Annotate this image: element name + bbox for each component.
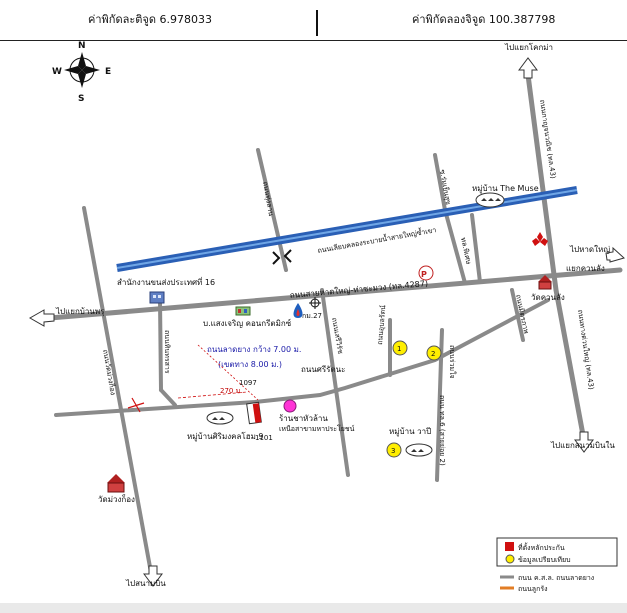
left-vertical-road <box>82 206 154 580</box>
ptt-logo-icon: P <box>418 265 434 281</box>
dest-hatyai: ไปหาดใหญ่ <box>569 245 610 254</box>
arrow-south-icon <box>143 565 163 587</box>
compare-marker-2 <box>426 345 442 361</box>
svg-text:P: P <box>421 270 427 279</box>
bottom-bar <box>0 603 627 613</box>
map-legend: ที่ตั้งหลักประกัน ข้อมูลเปรียบเทียบ ถนน … <box>496 537 618 593</box>
dest-sanambin-right: ไปแยกสนามบินใน <box>550 441 615 450</box>
themuse-label: หมู่บ้าน The Muse <box>472 184 539 194</box>
watmuang-label: วัดม่วงก็อง <box>98 494 135 504</box>
compare-num-3: 3 <box>391 447 395 455</box>
village-themuse-icon <box>475 192 505 208</box>
compass-rose-icon: N S W E <box>52 41 111 104</box>
sirimongkol-label: หมู่บ้านศิริมงคลโฮม 9 <box>187 431 263 442</box>
vibhavadi-label: หมู่บ้าน วาปี <box>389 427 431 437</box>
legend-compare-label: ข้อมูลเปรียบเทียบ <box>518 556 571 564</box>
gas-station-icon <box>293 303 303 318</box>
legend-box <box>496 537 618 567</box>
office-icon <box>149 291 165 304</box>
gas-label: กม.27 <box>302 312 322 320</box>
arrow-north-icon <box>518 57 538 79</box>
crosshair-icon <box>309 297 321 309</box>
zone-note: (เขตทาง 8.00 ม.) <box>218 360 282 369</box>
compare-marker-3 <box>386 442 402 458</box>
road-network <box>47 72 623 580</box>
legend-road-gray-label: ถนน ค.ส.ล. ถนนลาดยาง <box>518 574 594 582</box>
compare-num-1: 1 <box>397 345 401 353</box>
comparison-markers: 1 2 3 <box>386 340 442 458</box>
left-vertical-road-2 <box>158 298 163 392</box>
compass-e: E <box>105 67 111 77</box>
kh6-label: ถนน ทล.6 (สายย่อย 2) <box>438 395 446 466</box>
condo-label: บ.แสงเจริญ คอนกรีตมิกซ์ <box>203 318 292 328</box>
condo-icon <box>235 306 251 316</box>
mitsubishi-icon <box>532 232 548 246</box>
watkhuanlang-label: วัดควนลัง <box>531 293 565 302</box>
bridge-icon <box>272 249 292 265</box>
watua-label: ร้านชาหัวล้าน <box>279 414 328 423</box>
n1101-label: 1101 <box>255 434 273 442</box>
tintrasan-label: ถนนทินทรสาร <box>163 330 171 374</box>
legend-pin-swatch <box>505 542 514 551</box>
compare-marker-1 <box>392 340 408 356</box>
legend-road-orange-label: ถนนลูกรัง <box>518 585 548 593</box>
ruamchai-label: ถนนร่วมใจ <box>448 345 457 379</box>
arrow-east-icon <box>605 246 626 263</box>
soi-road-north-2 <box>470 213 482 284</box>
legend-compare-swatch <box>505 554 515 564</box>
watua-icon <box>283 399 297 413</box>
longitude-label: ค่าพิกัดลองจิจูด 100.387798 <box>412 13 556 26</box>
sriratana-label: ถนนศรีรัตนะ <box>301 365 345 374</box>
hatyai-road-label: ถนนทางด่วนใหญ่ (ทล.43) <box>576 309 596 390</box>
arrow-west-icon <box>28 309 55 327</box>
dest-sanambin-bottom: ไปสนามบิน <box>125 579 166 588</box>
thunglan-label: ถนนทุ่งลาน <box>261 181 275 217</box>
lower-connector-road <box>54 298 550 417</box>
break-mark-icon <box>127 397 145 413</box>
loop-road <box>159 388 177 407</box>
width-note: ถนนลาดยาง กว้าง 7.00 ม. <box>207 345 301 354</box>
property-pin-icon <box>246 401 262 425</box>
middle-vertical-road <box>320 288 350 477</box>
arrow-southeast-icon <box>574 431 594 453</box>
canal-highlight <box>116 189 578 269</box>
legend-pin-label: ที่ตั้งหลักประกัน <box>518 541 565 552</box>
dest-khuanlang: แยกควนลัง <box>566 264 605 273</box>
coordinate-header: ค่าพิกัดละติจูด 6.978033 ค่าพิกัดลองจิจู… <box>0 0 627 41</box>
main-highway <box>47 267 623 321</box>
temple-watmuang-icon <box>107 474 125 493</box>
east-road <box>510 288 525 342</box>
main-road-label: ถนนสายหาดใหญ่-ท่าชะมวง (ทล.4287) <box>289 279 428 300</box>
destination-arrows <box>28 57 626 587</box>
dest-khopri: ไปแยกบ้านพรุ <box>55 307 105 316</box>
compass-n: N <box>78 41 86 51</box>
right-highway <box>525 72 586 438</box>
width-leader-line <box>197 344 259 401</box>
ubon-label: ถนนอุบลรัตน์ <box>376 305 387 346</box>
watua-sub-label: เหนือสาขามหาประโยชน์ <box>279 424 355 433</box>
dist-note: 270 ม. <box>220 387 242 395</box>
temple-khuanlang-icon <box>538 275 552 290</box>
upper-vertical-road <box>256 148 288 272</box>
office-label: สำนักงานขนส่งประเทศที่ 16 <box>117 276 215 287</box>
header-divider <box>316 10 318 36</box>
compass-w: W <box>52 67 62 77</box>
lam-label: ทล.พิเศษ <box>459 237 473 266</box>
village-sirimongkol-icon <box>206 411 234 425</box>
latitude-label: ค่าพิกัดละติจูด 6.978033 <box>88 13 212 26</box>
village-vibhavadi-icon <box>405 443 433 457</box>
dest-khokma: ไปแยกโคกม่า <box>504 42 553 52</box>
dist-line <box>177 391 248 399</box>
compass-s: S <box>78 94 84 104</box>
compare-num-2: 2 <box>431 350 435 358</box>
n1097-label: 1097 <box>239 379 257 387</box>
